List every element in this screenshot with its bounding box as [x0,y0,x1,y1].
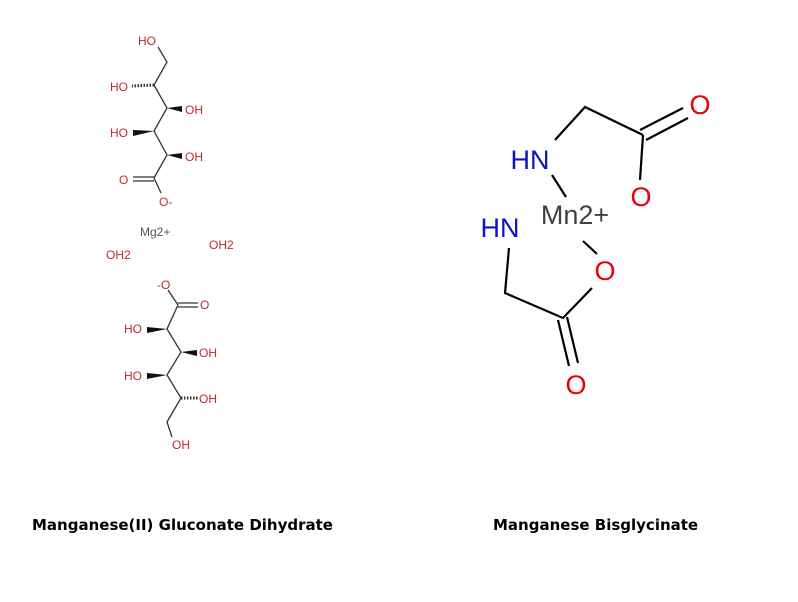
water-label: OH2 [209,238,234,252]
svg-text:OH: OH [185,103,203,117]
water-label: OH2 [106,248,131,262]
svg-text:O: O [119,173,128,187]
manganese-ion-label: Mn2+ [541,200,609,230]
left-caption: Manganese(II) Gluconate Dihydrate [32,516,333,534]
upper-labels: HO HO OH HO OH O O- [110,34,203,209]
svg-text:HO: HO [110,126,128,140]
svg-text:O-: O- [159,195,172,209]
svg-text:OH: OH [172,438,190,452]
upper-gluconate [131,46,168,194]
nitrogen-label: HN [481,213,520,243]
lower-wedges [147,327,197,379]
oxygen-label: O [565,370,586,400]
svg-text:OH: OH [185,150,203,164]
oxygen-label: O [689,90,710,120]
svg-text:HO: HO [110,80,128,94]
svg-text:OH: OH [199,392,217,406]
lower-gluconate [166,289,198,438]
bisglycinate-labels: HN O O Mn2+ HN O O [481,90,711,400]
oxygen-label: O [594,256,615,286]
svg-text:HO: HO [124,369,142,383]
nitrogen-label: HN [511,145,550,175]
magnesium-ion-label: Mg2+ [140,225,170,239]
bisglycinate-bonds [503,105,689,367]
right-caption: Manganese Bisglycinate [493,516,699,534]
upper-wedges [133,106,182,159]
svg-text:HO: HO [124,322,142,336]
svg-text:HO: HO [138,34,156,48]
oxygen-label: O [630,182,651,212]
svg-text:OH: OH [199,346,217,360]
svg-text:O: O [200,298,209,312]
lower-labels: -O O HO OH HO OH OH [124,278,217,452]
svg-text:-O: -O [157,278,170,292]
